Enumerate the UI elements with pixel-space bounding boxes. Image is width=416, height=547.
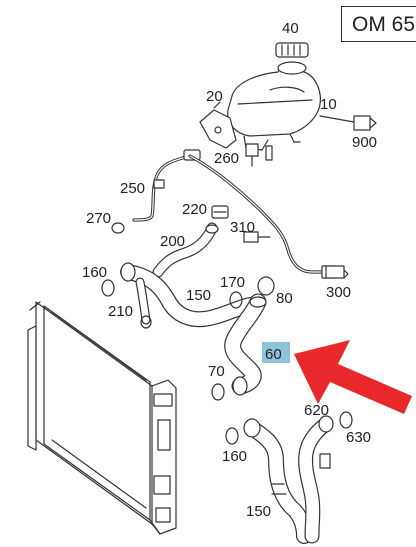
seal-ring-160-lower[interactable] xyxy=(225,427,239,445)
hose-200[interactable] xyxy=(152,222,219,278)
engine-code-box: OM 65 xyxy=(341,6,416,42)
tank-bracket[interactable] xyxy=(199,101,237,149)
part-label-250: 250 xyxy=(120,180,145,197)
part-label-900: 900 xyxy=(352,134,377,151)
pointer-arrow xyxy=(294,340,412,414)
hose-60[interactable] xyxy=(224,293,267,395)
part-label-70: 70 xyxy=(208,363,225,380)
part-label-300: 300 xyxy=(326,284,351,301)
bolt-310[interactable] xyxy=(243,231,271,243)
part-label-40: 40 xyxy=(282,20,299,37)
part-label-310: 310 xyxy=(230,219,255,236)
clamp-220[interactable] xyxy=(211,205,229,219)
seal-ring-210[interactable] xyxy=(140,315,152,329)
radiator[interactable] xyxy=(27,301,177,535)
part-label-210: 210 xyxy=(108,303,133,320)
hose-150-lower[interactable] xyxy=(243,418,312,544)
hose-620[interactable] xyxy=(298,415,334,544)
seal-ring-160-upper[interactable] xyxy=(101,279,115,297)
part-label-160-lower: 160 xyxy=(222,448,247,465)
part-label-20: 20 xyxy=(206,88,223,105)
tank-cap[interactable] xyxy=(275,42,309,58)
expansion-tank[interactable] xyxy=(227,61,321,151)
part-label-620: 620 xyxy=(304,402,329,419)
seal-ring-80[interactable] xyxy=(257,276,275,296)
seal-ring-170[interactable] xyxy=(229,291,243,309)
part-label-220: 220 xyxy=(182,201,207,218)
highlight-box-60 xyxy=(262,342,290,363)
part-label-80: 80 xyxy=(276,290,293,307)
part-label-160-upper: 160 xyxy=(82,264,107,281)
part-label-260: 260 xyxy=(214,150,239,167)
part-label-10: 10 xyxy=(320,96,337,113)
sensor-260[interactable] xyxy=(245,143,273,167)
sensor-300[interactable] xyxy=(325,265,349,279)
part-label-150-upper: 150 xyxy=(186,287,211,304)
hose-150-upper[interactable] xyxy=(120,262,264,328)
part-label-630: 630 xyxy=(346,429,371,446)
part-label-270: 270 xyxy=(86,210,111,227)
seal-ring-630[interactable] xyxy=(339,411,353,429)
part-label-60: 60 xyxy=(265,346,282,363)
part-label-200: 200 xyxy=(160,233,185,250)
hose-60-end xyxy=(232,376,248,396)
connector-plug[interactable] xyxy=(319,115,377,131)
engine-code-label: OM 65 xyxy=(352,13,416,36)
seal-ring-70[interactable] xyxy=(211,383,225,401)
seal-ring-270[interactable] xyxy=(111,222,125,234)
part-label-150-lower: 150 xyxy=(246,503,271,520)
part-label-170: 170 xyxy=(220,274,245,291)
